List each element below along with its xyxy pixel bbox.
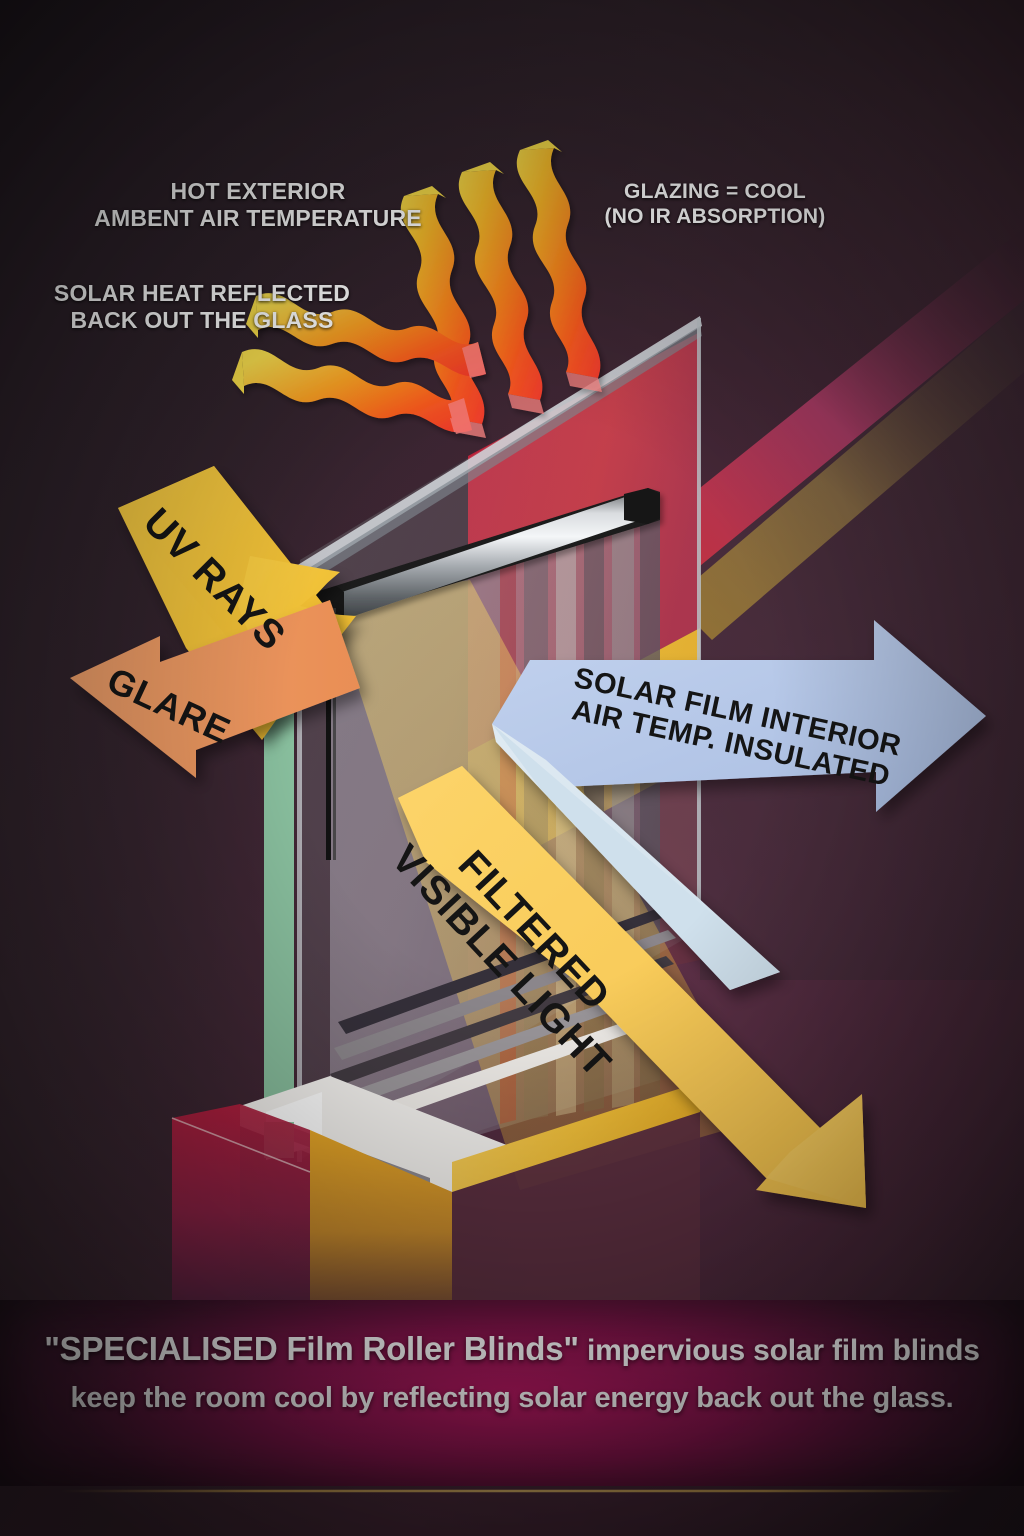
caption-line-2: keep the room cool by reflecting solar e… [70,1382,954,1414]
caption-brand: "SPECIALISED Film Roller Blinds" [44,1330,579,1367]
caption-line-1: "SPECIALISED Film Roller Blinds" impervi… [44,1330,980,1368]
caption-line1-rest: impervious solar film blinds [578,1334,980,1367]
glazing-cool-label: GLAZING = COOL (NO IR ABSORPTION) [604,180,826,228]
solar-heat-reflected-label: SOLAR HEAT REFLECTED BACK OUT THE GLASS [53,280,351,334]
hot-exterior-label: HOT EXTERIOR AMBENT AIR TEMPERATURE [94,178,422,232]
